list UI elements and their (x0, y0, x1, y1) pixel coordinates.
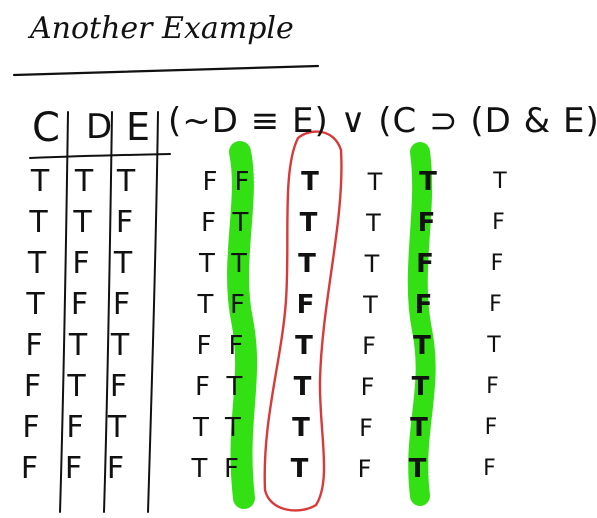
cell-r1-main-biconditional: F (234, 167, 250, 197)
cell-r4-main-disjunction: F (296, 290, 315, 320)
cell-r4-e: F (112, 287, 131, 322)
cell-r7-main-biconditional: T (225, 413, 241, 443)
cell-r3-d: F (72, 246, 90, 281)
cell-r8-d-and-e: T (408, 454, 427, 484)
cell-r7-d-and-e: T (410, 413, 428, 443)
cell-r6-d-and-e: T (411, 372, 430, 402)
cell-r3-main-biconditional: T (231, 249, 247, 279)
cell-r6-d: T (67, 369, 86, 404)
cell-r1-not-d: F (202, 167, 218, 197)
cell-r6-e: F (109, 369, 128, 404)
page-title: Another Example (30, 11, 294, 46)
cell-r6-extra: F (486, 374, 499, 399)
cell-r2-extra: F (492, 210, 505, 235)
cell-r2-not-d: F (201, 208, 216, 238)
cell-r2-d: T (73, 205, 92, 240)
cell-r4-extra: F (489, 292, 502, 317)
cell-r1-e: T (116, 164, 136, 199)
red-circle-main-column (263, 130, 343, 512)
title-underline (12, 64, 320, 77)
cell-r5-main-disjunction: T (295, 331, 313, 361)
cell-r4-not-d: T (197, 290, 214, 320)
cell-r2-main-disjunction: T (299, 208, 318, 238)
cell-r1-conditional: T (367, 168, 383, 196)
cell-r8-c: F (20, 451, 39, 486)
cell-r4-conditional: T (363, 291, 378, 319)
cell-r7-d: F (66, 410, 84, 445)
cell-r1-extra: T (493, 169, 507, 194)
cell-r6-main-biconditional: T (226, 372, 243, 402)
cell-r6-main-disjunction: T (293, 372, 312, 402)
green-highlight-right-column (407, 142, 436, 506)
cell-r7-c: F (22, 410, 40, 445)
cell-r5-extra: T (487, 333, 501, 358)
cell-r3-e: T (113, 246, 133, 281)
cell-r2-main-biconditional: T (232, 208, 249, 238)
cell-r3-conditional: T (364, 250, 380, 278)
cell-r8-main-disjunction: T (290, 454, 309, 484)
cell-r2-conditional: T (366, 209, 381, 237)
cell-r6-not-d: F (195, 372, 210, 402)
cell-r2-c: T (29, 205, 48, 240)
cell-r5-c: F (25, 328, 43, 363)
cell-r7-conditional: F (359, 414, 373, 442)
cell-r6-conditional: F (360, 373, 375, 401)
cell-r1-d: T (74, 164, 94, 199)
cell-r4-main-biconditional: F (230, 290, 245, 320)
cell-r5-e: T (110, 328, 130, 363)
cell-r8-conditional: F (357, 455, 372, 483)
cell-r5-main-biconditional: F (228, 331, 244, 361)
vertical-line-3 (147, 111, 159, 513)
cell-r8-extra: F (483, 456, 496, 481)
cell-r5-not-d: F (196, 331, 212, 361)
column-header-e: E (126, 105, 151, 149)
cell-r8-d: F (64, 451, 83, 486)
cell-r1-d-and-e: T (419, 167, 437, 197)
cell-r5-d-and-e: T (413, 331, 431, 361)
formula-header: (~D ≡ E) ∨ (C ⊃ (D & E)) (168, 101, 597, 141)
cell-r3-extra: F (490, 251, 504, 276)
cell-r3-main-disjunction: T (298, 249, 316, 279)
cell-r3-not-d: T (199, 249, 215, 279)
cell-r3-d-and-e: F (416, 249, 434, 279)
cell-r8-main-biconditional: F (224, 454, 239, 484)
cell-r2-e: F (115, 205, 134, 240)
cell-r5-conditional: F (362, 332, 376, 360)
cell-r7-main-disjunction: T (292, 413, 310, 443)
cell-r4-d-and-e: F (414, 290, 433, 320)
cell-r1-main-disjunction: T (301, 167, 319, 197)
column-header-d: D (86, 107, 113, 147)
cell-r8-not-d: T (191, 454, 208, 484)
cell-r5-d: T (68, 328, 88, 363)
cell-r8-e: F (106, 451, 125, 486)
cell-r4-d: F (70, 287, 89, 322)
cell-r3-c: T (27, 246, 47, 281)
green-highlight-main-connective-left (227, 141, 258, 509)
cell-r6-c: F (23, 369, 42, 404)
cell-r7-extra: F (484, 415, 498, 440)
header-underline (29, 153, 171, 159)
cell-r4-c: T (26, 287, 45, 322)
cell-r2-d-and-e: F (417, 208, 436, 238)
cell-r7-e: T (107, 410, 127, 445)
cell-r1-c: T (30, 164, 50, 199)
vertical-line-2 (103, 111, 113, 513)
column-header-c: C (32, 105, 60, 151)
vertical-line-1 (59, 111, 69, 513)
cell-r7-not-d: T (193, 413, 209, 443)
